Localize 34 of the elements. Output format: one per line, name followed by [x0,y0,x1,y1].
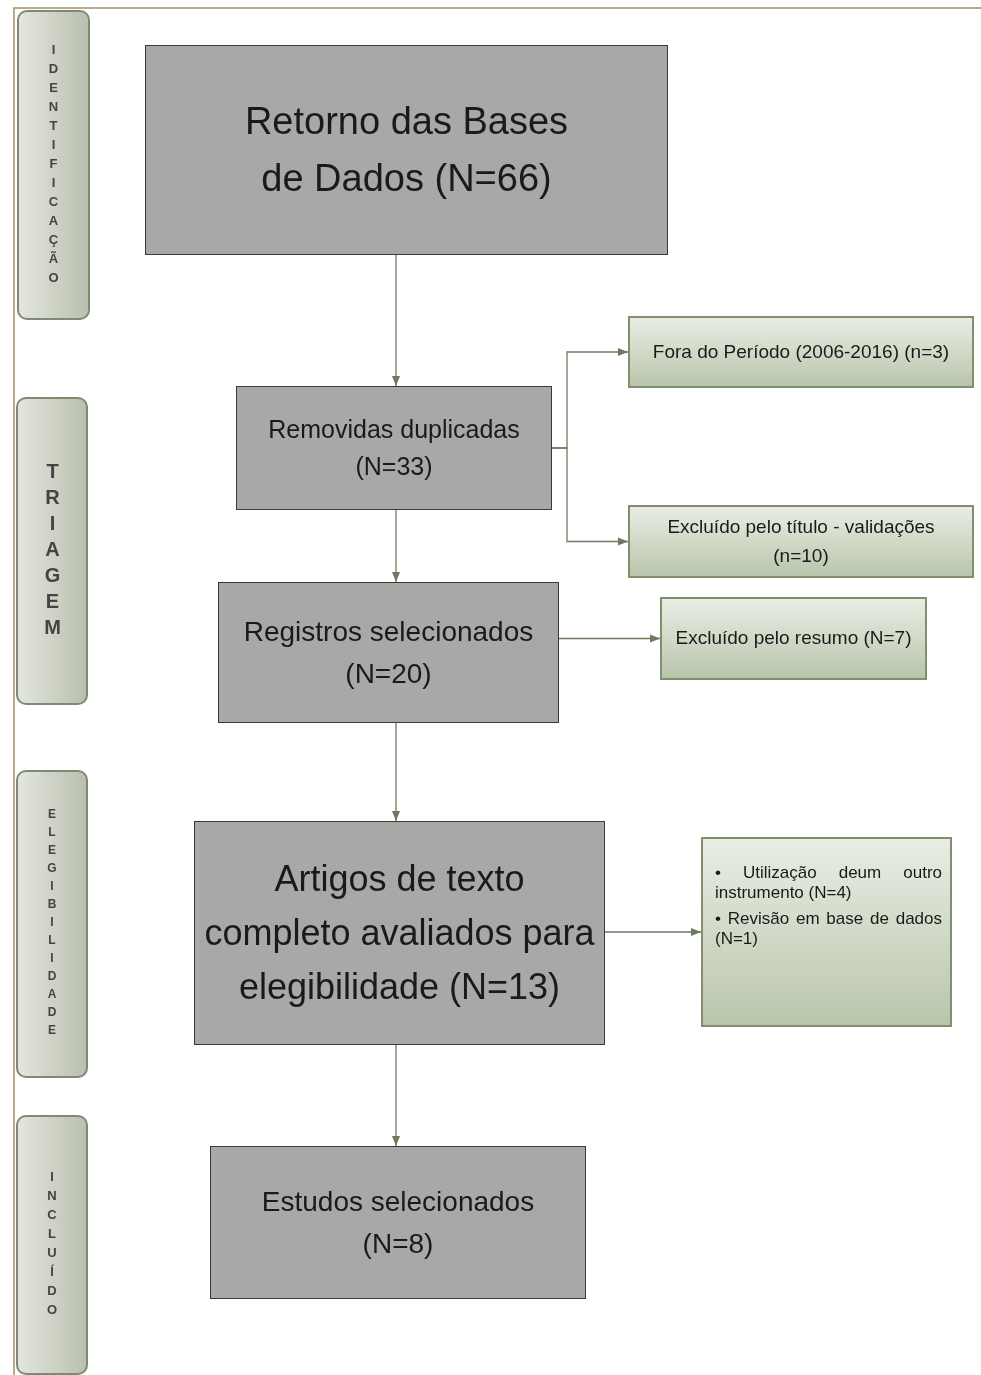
phase-label: INCLUÍDO [44,1169,60,1321]
arrow [604,927,702,937]
node-label: Artigos de texto completo avaliados para elegibilidade (N=13) [203,857,596,1009]
process-box [210,1146,586,1299]
process-box [236,386,552,510]
node-label: Removidas duplicadas (N=33) [267,413,521,482]
node-label: Retorno das Bases de Dados (N=66) [243,99,570,201]
node-label: Estudos selecionados (N=8) [260,1184,536,1261]
node-label: Registros selecionados (N=20) [242,614,535,691]
list-item: • Revisão em base de dados (N=1) [715,909,942,949]
node-label: Excluído pelo resumo (N=7) [675,626,912,651]
phase-label-box [16,770,88,1078]
arrow [551,447,629,546]
process-box [194,821,605,1045]
phase-label-box [16,1115,88,1375]
arrow [391,1044,401,1147]
exclusion-box [628,505,974,578]
exclusion-box [628,316,974,388]
arrow [391,254,401,387]
node-label: Excluído pelo título - validações (n=10) [666,515,936,568]
arrow [558,634,661,643]
phase-label: IDENTIFICAÇÃO [46,41,61,289]
list-item: • Utilização deum outro instrumento (N=4) [715,863,942,903]
phase-label-box [16,397,88,705]
phase-label: ELEGIBILIDADE [45,807,59,1041]
phase-label-box [17,10,90,320]
arrow [391,722,401,822]
arrow [391,509,401,583]
process-box [145,45,668,255]
node-label: Fora do Período (2006-2016) (n=3) [652,339,950,364]
process-box [218,582,559,723]
exclusion-box [701,837,952,1027]
exclusion-box [660,597,927,680]
phase-label: TRIAGEM [40,460,64,642]
